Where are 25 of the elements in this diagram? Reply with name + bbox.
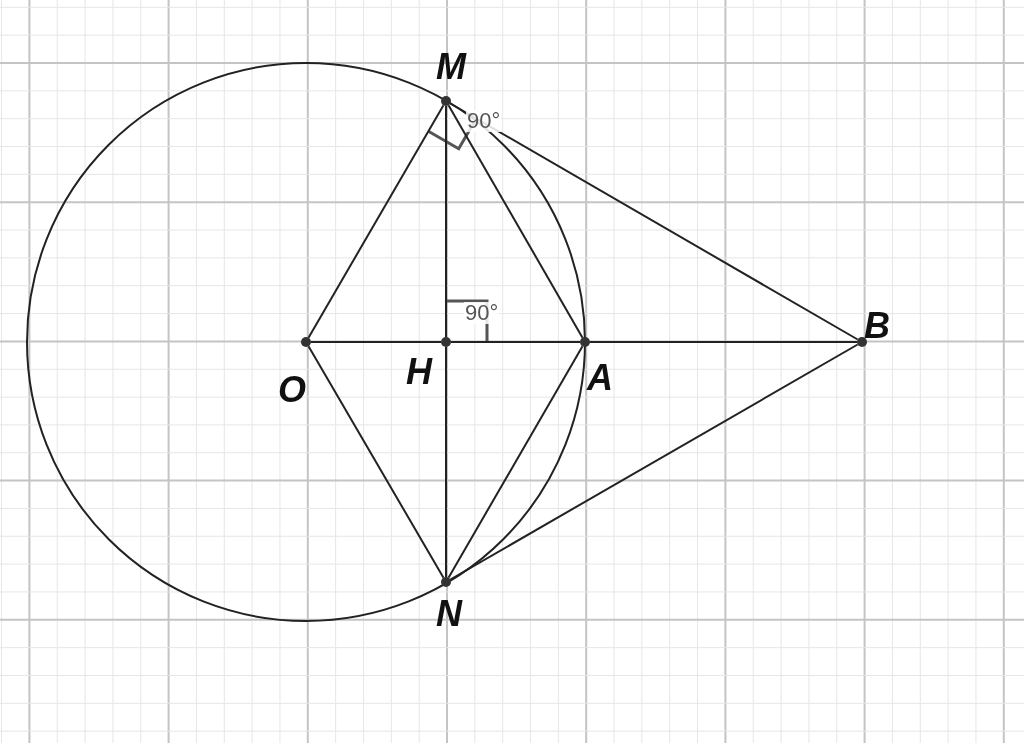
line-segment (449, 102, 859, 341)
line-segment (449, 343, 859, 581)
point (441, 96, 451, 106)
point (580, 337, 590, 347)
line-segment (589, 341, 858, 343)
point-label: H (406, 354, 432, 390)
line-segment (445, 346, 447, 578)
point-label: A (587, 360, 613, 396)
line-segment (445, 105, 447, 338)
line-segment (307, 345, 445, 579)
line-segment (310, 341, 442, 343)
point-label: B (864, 308, 890, 344)
point (301, 337, 311, 347)
line-segment (447, 104, 584, 339)
point-label: O (278, 372, 306, 408)
point-label: M (436, 49, 466, 85)
line-segment (307, 104, 445, 339)
point (441, 337, 451, 347)
point (857, 337, 867, 347)
point (441, 577, 451, 587)
point-label: N (436, 596, 462, 632)
angle-label: 90° (464, 302, 500, 324)
angle-label: 90° (466, 110, 502, 132)
line-segment (447, 345, 584, 579)
line-segment (450, 341, 581, 343)
